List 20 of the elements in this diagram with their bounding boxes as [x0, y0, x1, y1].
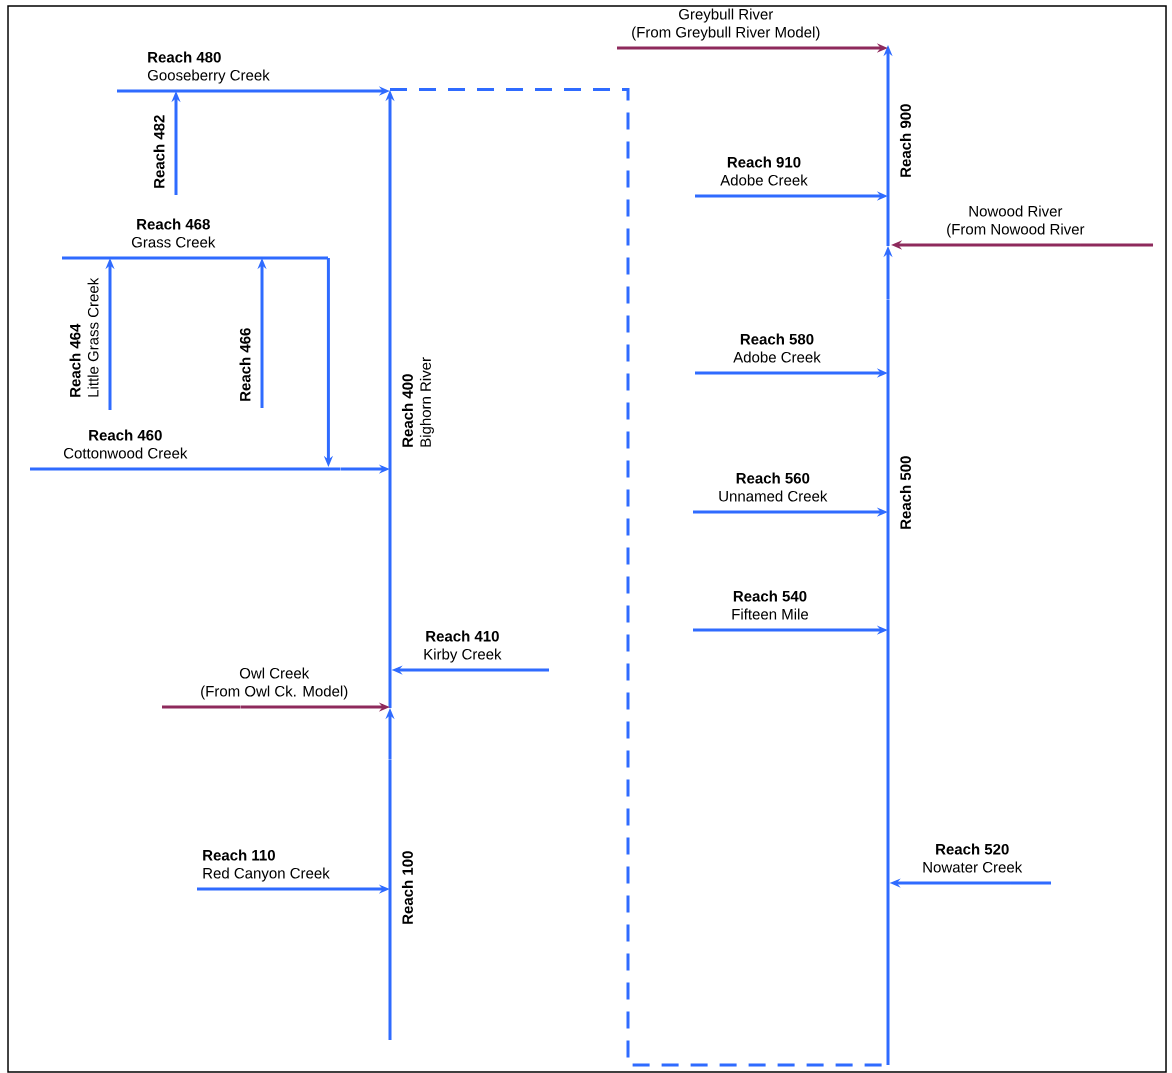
- reach-label: Reach 466: [239, 328, 251, 401]
- reach-label: Reach 410 Kirby Creek: [424, 630, 502, 663]
- reach-label: Reach 400 Bighorn River: [401, 357, 434, 447]
- reach-label: Reach 460 Cottonwood Creek: [63, 429, 188, 459]
- reach-label: Reach 560 Unnamed Creek: [719, 472, 828, 502]
- reach-label: Reach 464 Little Grass Creek: [69, 277, 99, 397]
- reach-label: Reach 480 Gooseberry Creek: [147, 51, 270, 84]
- reach-label: Reach 500: [899, 456, 911, 529]
- reach-label: Reach 540 Fifteen Mile: [732, 590, 809, 620]
- reach-label: Reach 100: [401, 851, 413, 924]
- river-label: Nowood River (From Nowood River: [947, 205, 1085, 238]
- reach-label: Reach 910 Adobe Creek: [720, 156, 808, 186]
- river-label: Owl Creek (From Owl Ck. Model): [201, 667, 348, 700]
- reach-label: Reach 468 Grass Creek: [131, 218, 216, 248]
- river-label: Greybull River (From Greybull River Model): [632, 8, 820, 41]
- reach-label: Reach 482: [153, 115, 165, 188]
- reach-label: Reach 900: [899, 104, 911, 177]
- reach-label: Reach 520 Nowater Creek: [923, 843, 1023, 873]
- reach-label: Reach 580 Adobe Creek: [733, 333, 821, 363]
- reach-label: Reach 110 Red Canyon Creek: [203, 849, 330, 882]
